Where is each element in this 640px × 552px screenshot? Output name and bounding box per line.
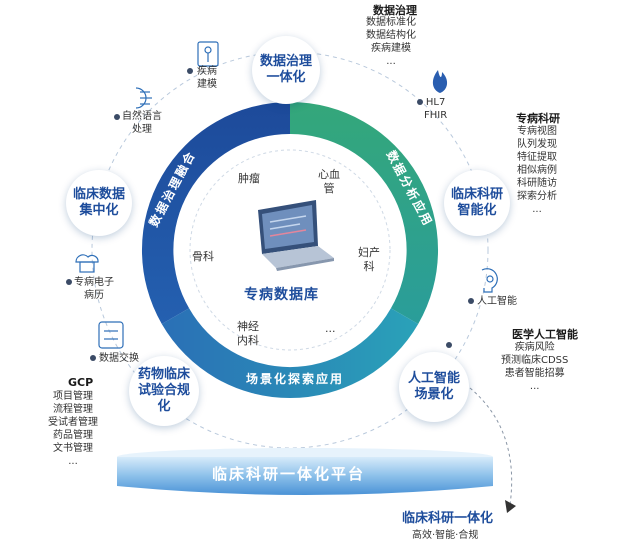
sat-exchange: 数据交换 xyxy=(99,353,139,364)
center-title: 专病数据库 xyxy=(244,287,319,303)
dot-exchange xyxy=(90,355,96,361)
inner-label-neuro: 神经 内科 xyxy=(237,320,259,347)
list-research-items: 专病视图 队列发现 特征提取 相似病例 科研随访 探索分析 ... xyxy=(517,126,557,215)
laptop-icon xyxy=(258,200,334,271)
inner-label-ortho: 骨科 xyxy=(192,250,214,263)
dot-footer xyxy=(446,342,452,348)
dot-hl7 xyxy=(417,99,423,105)
footer-arrow xyxy=(469,387,513,506)
dot-nlp xyxy=(114,114,120,120)
person-network-icon xyxy=(197,41,219,67)
list-gcp-items: 项目管理 流程管理 受试者管理 药品管理 文书管理 ... xyxy=(48,391,98,467)
sat-ai: 人工智能 xyxy=(477,296,517,307)
sat-nlp: 自然语言 处理 xyxy=(122,111,162,135)
brain-circuit-icon xyxy=(135,87,152,109)
bubble-governance: 数据治理 一体化 xyxy=(252,36,320,104)
bubble-clinical-data: 临床数据 集中化 xyxy=(66,170,132,236)
ring-label-bottom: 场景化探索应用 xyxy=(246,372,345,386)
dot-disease-modeling xyxy=(187,68,193,74)
sat-emr: 专病电子 病历 xyxy=(74,277,114,301)
footer-title: 临床科研一体化 xyxy=(402,511,494,526)
platform-label: 临床科研一体化平台 xyxy=(212,465,366,483)
bubble-drug-trial: 药物临床 试验合规 化 xyxy=(129,356,199,426)
list-research-title: 专病科研 xyxy=(516,112,560,125)
footer-arrow-head xyxy=(505,500,516,513)
inner-label-more: ... xyxy=(325,322,336,335)
footer-subtitle: 高效·智能·合规 xyxy=(412,530,479,541)
inner-label-cardio: 心血 管 xyxy=(318,168,340,195)
cloud-record-icon xyxy=(75,254,99,273)
outer-orbit xyxy=(91,51,489,449)
dot-emr xyxy=(66,279,72,285)
inner-label-oncology: 肿瘤 xyxy=(238,172,260,185)
list-governance-items: 数据标准化 数据结构化 疾病建模 ... xyxy=(366,17,416,67)
dot-ai xyxy=(468,298,474,304)
data-exchange-icon xyxy=(98,321,124,349)
sat-disease-modeling: 疾病 建模 xyxy=(197,66,217,90)
list-gcp-title: GCP xyxy=(68,376,94,389)
bubble-ai-scene: 人工智能 场景化 xyxy=(399,352,469,422)
list-medical-ai-title: 医学人工智能 xyxy=(512,328,578,341)
ring-left-segment xyxy=(141,102,290,324)
inner-label-obgyn: 妇产 科 xyxy=(358,246,380,273)
inner-orbit xyxy=(189,149,391,351)
list-medical-ai-items: 疾病风险 预测临床CDSS 患者智能招募 ... xyxy=(501,342,569,392)
ring-right-segment xyxy=(290,101,439,324)
flame-icon xyxy=(432,70,448,93)
sat-hl7: HL7 FHIR xyxy=(424,97,448,121)
platform-body xyxy=(117,457,493,495)
ring-bottom-segment xyxy=(161,308,419,399)
bubble-research-ai: 临床科研 智能化 xyxy=(444,170,510,236)
list-governance-title: 数据治理 xyxy=(373,4,417,17)
ai-head-icon xyxy=(481,268,498,293)
